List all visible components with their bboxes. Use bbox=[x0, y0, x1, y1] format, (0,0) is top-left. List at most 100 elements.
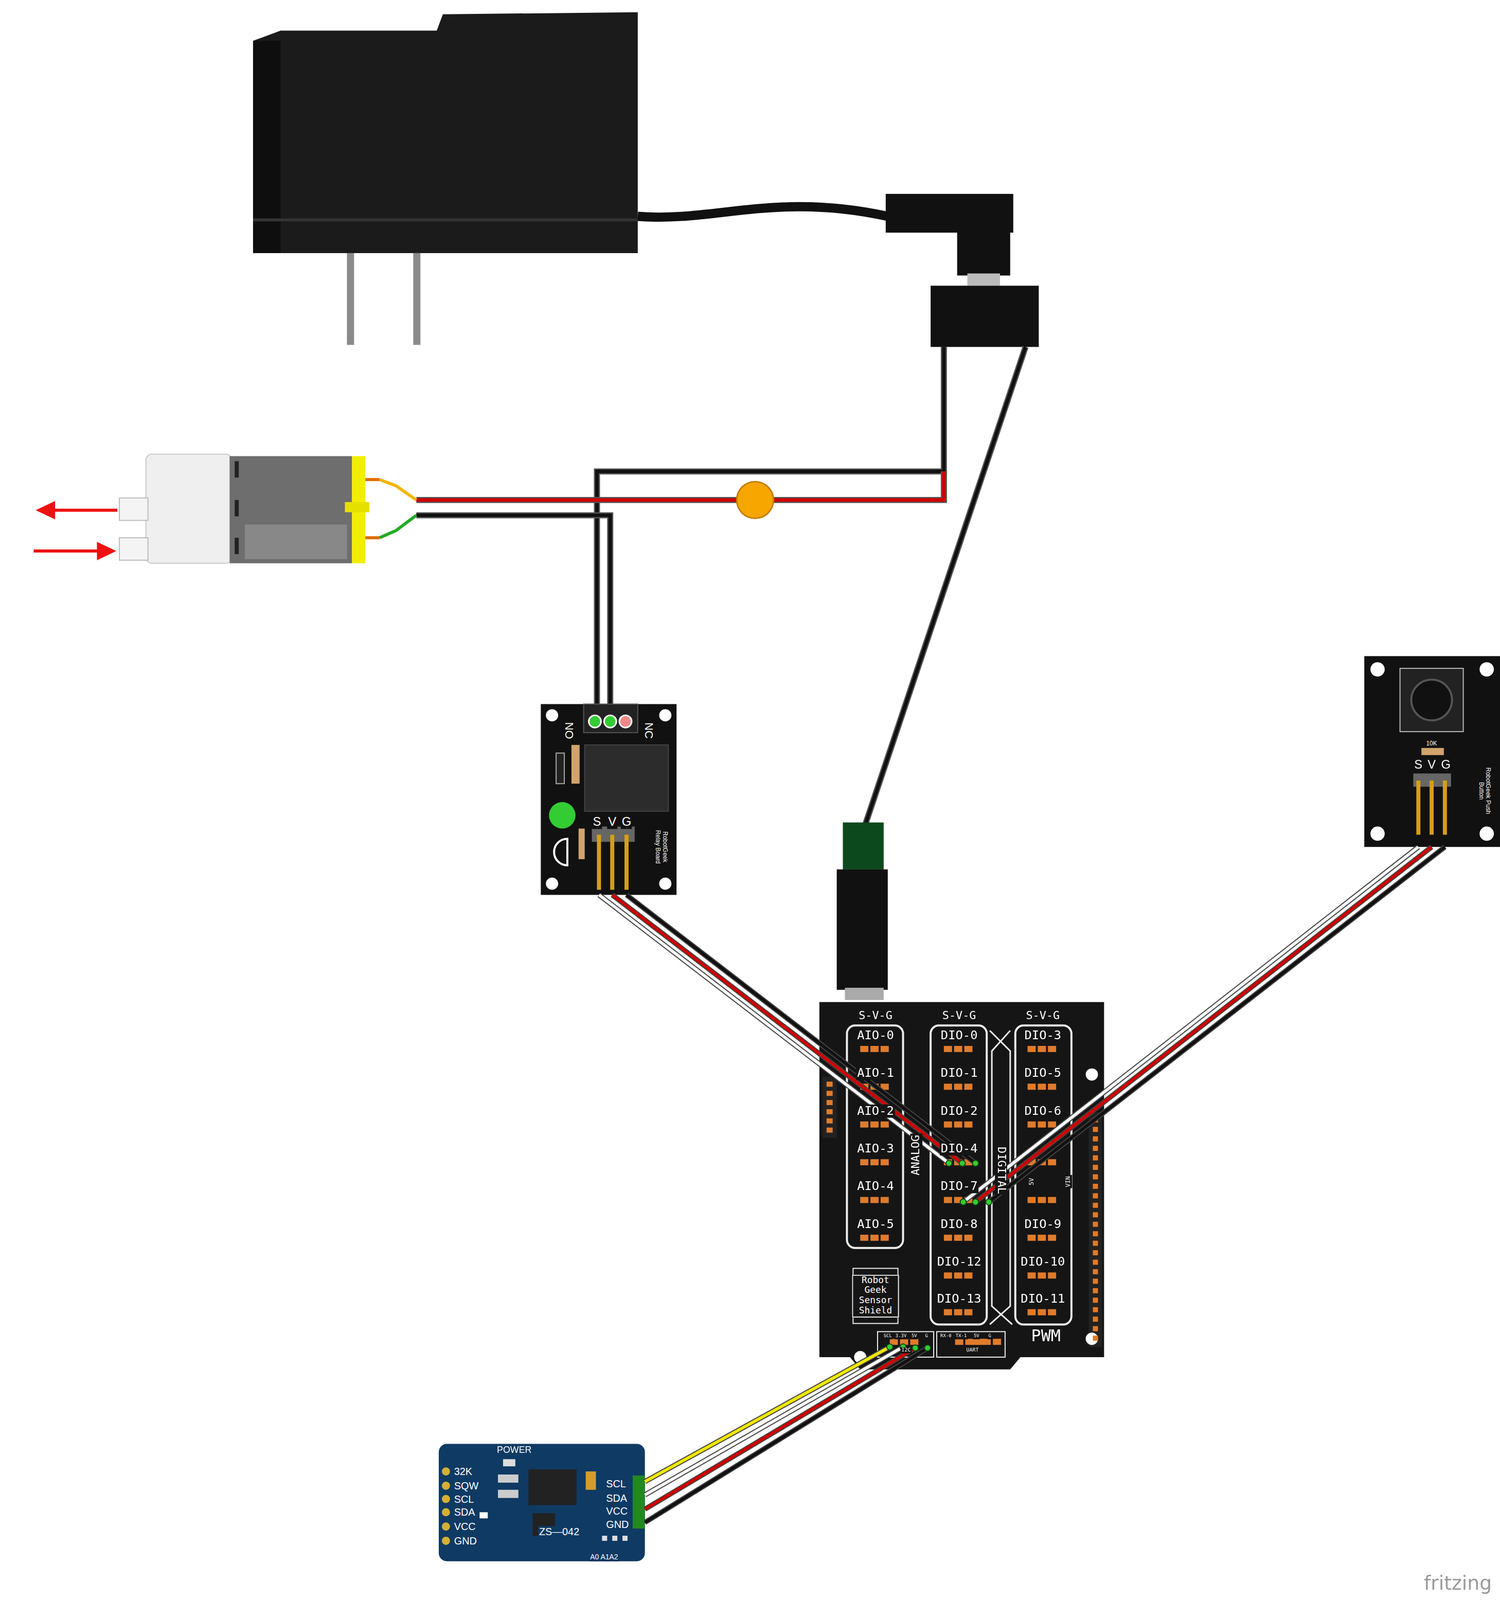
wire bbox=[645, 1344, 919, 1509]
rtc-module-part bbox=[601, 1535, 607, 1541]
sensor-shield-part-part bbox=[1093, 1240, 1099, 1246]
sensor-shield-part-part bbox=[1037, 1272, 1046, 1279]
sensor-shield-part-part bbox=[954, 1234, 963, 1241]
wire-part bbox=[924, 1344, 931, 1351]
wire-part bbox=[598, 894, 949, 1164]
board-label: RobotGeek Relay Board bbox=[654, 824, 668, 870]
shield-power-plug-part bbox=[836, 869, 888, 990]
water-pump-part bbox=[234, 537, 239, 555]
sensor-shield-part-part bbox=[1093, 1230, 1099, 1237]
sensor-shield-part-part bbox=[1093, 1145, 1099, 1151]
sensor-shield-part-part bbox=[1093, 1155, 1099, 1161]
sensor-shield-part-part bbox=[909, 1338, 919, 1345]
sensor-shield-part-part bbox=[1037, 1197, 1046, 1204]
pin-label: S-V-G bbox=[941, 1009, 978, 1023]
wire-part bbox=[912, 1344, 919, 1351]
power-adapter-part bbox=[253, 12, 638, 254]
sensor-shield-part bbox=[1088, 1112, 1103, 1347]
power-wires-part bbox=[865, 346, 1026, 825]
relay-board: NONCSVGRobotGeek Relay Board bbox=[540, 704, 677, 896]
power-adapter-part bbox=[967, 273, 1000, 287]
wire bbox=[612, 894, 966, 1167]
push-button-board-part bbox=[1364, 655, 1500, 847]
sensor-shield-part bbox=[930, 1025, 987, 1325]
sensor-shield-part-part bbox=[955, 1338, 964, 1345]
sensor-shield-part bbox=[1085, 1332, 1099, 1345]
water-pump-part bbox=[229, 456, 352, 564]
sensor-shield-part-part bbox=[1093, 1250, 1099, 1256]
wire-part bbox=[626, 894, 976, 1164]
sensor-shield-part-part bbox=[1027, 1083, 1037, 1090]
pin-label: Robot Geek Sensor Shield bbox=[851, 1274, 899, 1317]
power-adapter-part bbox=[957, 230, 1011, 276]
board-label: V bbox=[1426, 758, 1437, 772]
board-label: G bbox=[1440, 758, 1453, 772]
sensor-shield-part-part bbox=[1093, 1278, 1099, 1284]
pin-label: ANALOG bbox=[909, 1133, 923, 1177]
wire bbox=[645, 1343, 907, 1495]
power-wires-part bbox=[416, 515, 611, 715]
sensor-shield-part bbox=[936, 1331, 1006, 1357]
sensor-shield-part-part bbox=[1093, 1297, 1099, 1303]
pin-label: DIO-2 bbox=[939, 1104, 979, 1118]
sensor-shield-part-part bbox=[1047, 1197, 1057, 1204]
power-adapter-part bbox=[885, 193, 1014, 233]
wire-part bbox=[972, 1159, 979, 1167]
board-label: NO bbox=[563, 721, 576, 741]
board-label: RobotGeek Push Button bbox=[1477, 764, 1492, 818]
pin-label: UART bbox=[965, 1347, 980, 1353]
rtc-module-part bbox=[441, 1536, 451, 1545]
wire bbox=[598, 894, 952, 1167]
sensor-shield-part-part bbox=[880, 1045, 889, 1052]
water-pump-part bbox=[234, 461, 239, 478]
sensor-shield-part-part bbox=[880, 1234, 889, 1241]
pin-label: SCL bbox=[882, 1333, 894, 1339]
sensor-shield-part-part bbox=[1093, 1288, 1099, 1294]
pin-label: 5V bbox=[910, 1333, 919, 1339]
wire-part bbox=[645, 1346, 904, 1495]
sensor-shield-part-part bbox=[1093, 1326, 1099, 1332]
wire-part bbox=[960, 1199, 967, 1206]
sensor-shield-part-part bbox=[870, 1234, 879, 1241]
wire-part bbox=[975, 846, 1432, 1202]
relay-board-part bbox=[588, 715, 602, 728]
sensor-shield-part bbox=[846, 1025, 903, 1248]
relay-board-part bbox=[554, 838, 568, 866]
shield-power-plug bbox=[836, 822, 888, 1000]
sensor-shield-part-part bbox=[1093, 1316, 1099, 1322]
pin-label: G bbox=[987, 1333, 992, 1339]
push-button-board-part bbox=[1400, 668, 1464, 732]
wire-part bbox=[645, 1346, 904, 1495]
push-button-board-part bbox=[1479, 662, 1494, 677]
sensor-shield-part-part bbox=[1047, 1158, 1057, 1166]
pin-label: DIO-6 bbox=[1023, 1104, 1063, 1118]
pin-label: DIO-11 bbox=[1019, 1292, 1066, 1306]
sensor-shield-part-part bbox=[860, 1234, 869, 1241]
pin-label: VCC bbox=[604, 1505, 629, 1517]
pin-label: SQW bbox=[453, 1479, 480, 1492]
water-pump-part bbox=[33, 549, 100, 553]
wire-part bbox=[626, 894, 976, 1164]
water-pump-part bbox=[365, 536, 380, 540]
rtc-module-part bbox=[441, 1494, 451, 1504]
water-pump-part bbox=[365, 477, 380, 481]
pin-label: VCC bbox=[453, 1520, 477, 1532]
power-wires bbox=[416, 346, 1026, 825]
sensor-shield-part-part bbox=[1037, 1083, 1046, 1090]
sensor-shield-part-part bbox=[954, 1121, 963, 1128]
sensor-shield-part-part bbox=[1093, 1259, 1099, 1265]
pin-label: SCL bbox=[453, 1493, 476, 1505]
power-wires-part bbox=[416, 515, 611, 715]
sensor-shield-part-part bbox=[1047, 1121, 1057, 1128]
board-label: S bbox=[1413, 758, 1424, 772]
sensor-shield-part-part bbox=[880, 1158, 889, 1166]
water-pump bbox=[33, 454, 417, 564]
sensor-shield-part-part bbox=[826, 1127, 833, 1133]
pin-label: TX-1 bbox=[954, 1333, 968, 1339]
pin-label: POWER bbox=[495, 1445, 533, 1457]
sensor-shield-part-part bbox=[943, 1234, 953, 1241]
relay-board-part bbox=[556, 753, 565, 784]
wire-part bbox=[645, 1347, 916, 1509]
wire-part bbox=[645, 1346, 890, 1482]
